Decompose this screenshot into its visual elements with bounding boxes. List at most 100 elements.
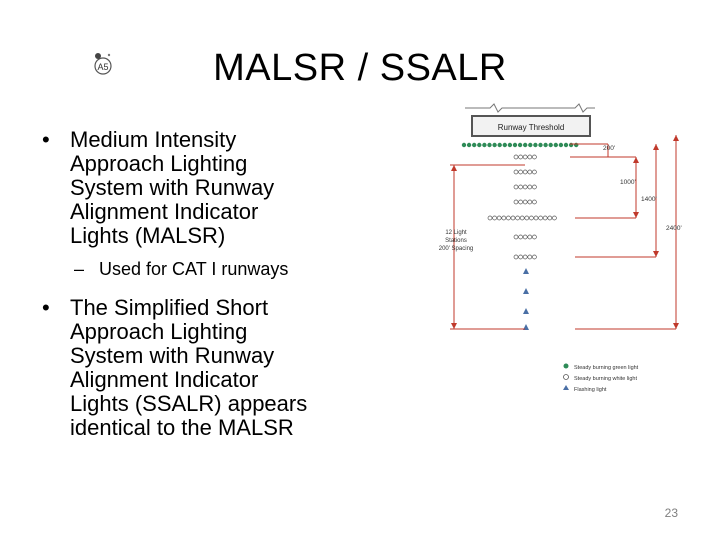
white-light — [527, 154, 533, 160]
green-light — [538, 142, 543, 148]
green-light — [543, 142, 548, 148]
white-light — [513, 254, 519, 260]
bullet-line: Alignment Indicator — [70, 367, 259, 392]
page-number: 23 — [664, 506, 678, 520]
flashing-light — [523, 268, 529, 274]
white-light — [518, 154, 523, 160]
green-light — [512, 142, 518, 148]
green-light — [492, 142, 497, 148]
white-light — [522, 254, 528, 260]
white-light — [519, 215, 525, 221]
green-light — [497, 142, 502, 148]
white-light-stations — [487, 154, 557, 260]
legend-green-label: Steady burning green light — [574, 365, 639, 371]
green-light — [528, 142, 533, 148]
green-light — [487, 142, 492, 148]
white-light — [487, 215, 493, 221]
white-light — [513, 154, 519, 160]
green-light — [558, 142, 564, 148]
white-light — [510, 215, 516, 221]
distance-200-label: 200' — [603, 145, 615, 152]
bullet-list: Medium Intensity Approach Lighting Syste… — [28, 128, 408, 440]
white-dot-icon — [563, 374, 569, 380]
bullet-line: Approach Lighting — [70, 151, 248, 176]
white-light — [522, 199, 528, 205]
white-light — [522, 184, 528, 190]
white-light — [527, 169, 533, 175]
green-light — [507, 142, 513, 148]
logo-icon: A5 — [94, 53, 112, 75]
bullet-malsr: Medium Intensity Approach Lighting Syste… — [28, 128, 408, 248]
stations-label-line1: 12 Light — [445, 230, 467, 236]
stations-label-line2: Stations — [445, 238, 467, 244]
white-light — [518, 234, 523, 240]
white-light — [532, 184, 537, 190]
green-dot-icon — [563, 363, 569, 369]
approach-lighting-diagram: Runway Threshold 200' — [439, 103, 682, 393]
white-light — [527, 199, 533, 205]
green-light — [502, 142, 507, 148]
bullet-line: identical to the MALSR — [70, 415, 294, 440]
green-light — [563, 142, 569, 148]
logo: A5 — [88, 48, 118, 78]
green-light — [517, 142, 523, 148]
white-light — [522, 154, 528, 160]
white-light — [532, 199, 537, 205]
white-light — [522, 169, 528, 175]
white-light — [529, 215, 534, 221]
white-light — [542, 215, 548, 221]
sub-bullet-cat1: Used for CAT I runways — [28, 258, 408, 280]
white-light — [524, 215, 530, 221]
runway-threshold-box — [471, 115, 591, 137]
white-light — [527, 254, 533, 260]
runway-edge — [465, 103, 595, 113]
green-light — [523, 142, 528, 148]
white-light — [532, 169, 537, 175]
distance-1000-label: 1000' — [620, 179, 636, 186]
dimension-arrows — [451, 135, 679, 329]
green-light — [553, 142, 558, 148]
flashing-lights — [523, 268, 529, 330]
green-light — [533, 142, 538, 148]
flashing-light — [523, 288, 529, 294]
white-light — [513, 199, 519, 205]
stations-label-line3: 200' Spacing — [439, 246, 474, 252]
bullet-line: The Simplified Short — [70, 295, 269, 320]
white-light — [538, 215, 543, 221]
white-light — [492, 215, 497, 221]
bullet-ssalr: The Simplified Short Approach Lighting S… — [28, 296, 408, 440]
slide-title: MALSR / SSALR — [213, 47, 507, 89]
white-light — [513, 184, 519, 190]
bullet-line: Approach Lighting — [70, 319, 248, 344]
green-light — [461, 142, 467, 148]
green-light — [477, 142, 482, 148]
blue-triangle-icon — [563, 385, 569, 390]
white-light — [532, 154, 537, 160]
green-light — [472, 142, 477, 148]
white-light — [496, 215, 502, 221]
white-light — [518, 199, 523, 205]
white-light — [506, 215, 511, 221]
white-light — [533, 215, 539, 221]
logo-text: A5 — [97, 62, 108, 72]
dimension-lines — [450, 135, 677, 330]
white-light — [532, 234, 537, 240]
distance-2400-label: 2400' — [666, 225, 682, 232]
bullet-line: Lights (MALSR) — [70, 223, 226, 248]
white-light — [515, 215, 520, 221]
white-light — [513, 234, 519, 240]
green-threshold-lights — [461, 142, 579, 148]
white-light — [518, 254, 523, 260]
white-light — [518, 184, 523, 190]
runway-threshold-label: Runway Threshold — [498, 123, 565, 132]
green-light — [548, 142, 553, 148]
malsr-diagram: Runway Threshold 200' — [420, 100, 700, 420]
white-light — [552, 215, 557, 221]
white-light — [501, 215, 507, 221]
bullet-line: Lights (SSALR) appears — [70, 391, 308, 416]
white-light — [518, 169, 523, 175]
white-light — [513, 169, 519, 175]
legend: Steady burning green light Steady burnin… — [563, 363, 639, 393]
white-light — [527, 184, 533, 190]
white-light — [527, 234, 533, 240]
